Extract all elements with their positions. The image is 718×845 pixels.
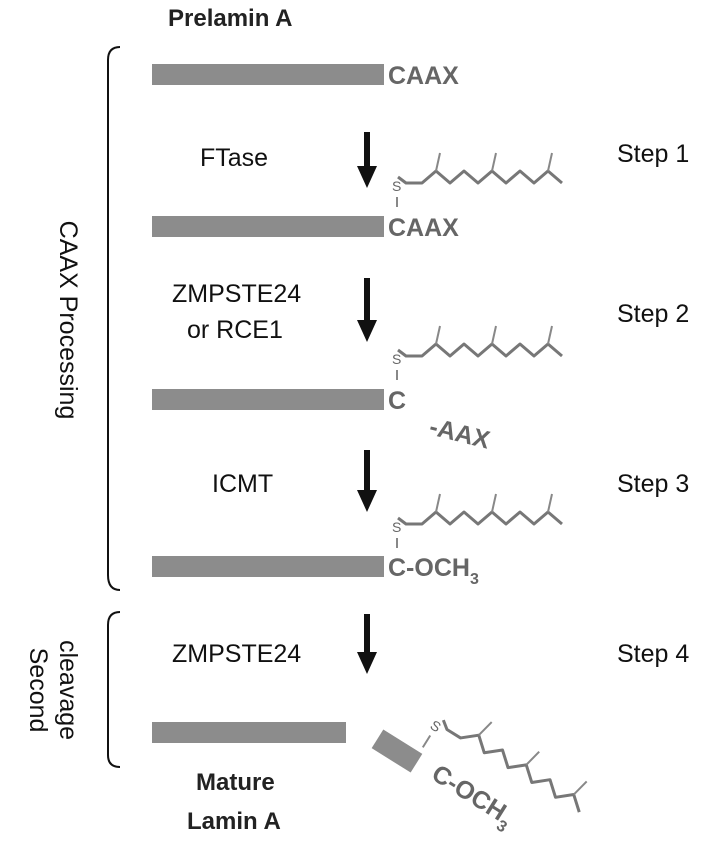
arrow-step-2-head (357, 320, 377, 342)
caax-processing-label: CAAX Processing (54, 221, 82, 420)
mature-lamin-a-title-line2: Lamin A (187, 808, 281, 835)
methyl-3c (547, 493, 553, 513)
methyl-1b (491, 152, 497, 172)
step-1-label: Step 1 (617, 140, 689, 168)
methyl-2a (435, 325, 441, 345)
motif-released-c-och3: C-OCH3 (424, 759, 519, 836)
isoprenoid-chain-1 (397, 169, 563, 185)
protein-bar-methylated (152, 556, 384, 577)
sulfur-atom-3: S (392, 519, 401, 535)
protein-bar-mature (152, 722, 346, 743)
isoprenoid-chain-3 (397, 510, 563, 526)
enzyme-ftase: FTase (200, 144, 268, 172)
methyl-3a (435, 493, 441, 513)
second-cleavage-label-line2: cleavage (54, 640, 82, 740)
step-2-label: Step 2 (617, 300, 689, 328)
sulfur-atom-2: S (392, 351, 401, 367)
protein-bar-farnesylated (152, 216, 384, 237)
methyl-r-b (525, 751, 540, 766)
farnesyl-group-2: S (392, 325, 563, 380)
methyl-r-c (573, 780, 588, 796)
methyl-2c (547, 325, 553, 345)
arrow-step-1-head (357, 166, 377, 188)
methyl-2b (491, 325, 497, 345)
methyl-1c (547, 152, 553, 172)
motif-aax-released: -AAX (427, 413, 493, 455)
sulfur-atom-1: S (392, 178, 401, 194)
enzyme-zmpste24: ZMPSTE24 (172, 280, 301, 308)
methyl-r-a (478, 721, 493, 736)
isoprenoid-chain-2 (397, 342, 563, 358)
farnesyl-group-1: S (392, 152, 563, 207)
prelamin-a-title: Prelamin A (168, 5, 293, 32)
enzyme-icmt: ICMT (212, 470, 273, 498)
motif-c-och3: C-OCH3 (388, 554, 479, 588)
motif-caax-unmodified: CAAX (388, 62, 459, 90)
mature-lamin-a-title-line1: Mature (196, 769, 275, 796)
released-peptide-fragment (371, 729, 423, 773)
arrow-step-3-head (357, 490, 377, 512)
motif-caax-farnesylated: CAAX (388, 214, 459, 242)
motif-released-text: C-OCH (427, 759, 511, 826)
protein-bar-prelamin (152, 64, 384, 85)
protein-bar-cleaved (152, 389, 384, 410)
motif-c-och3-text: C-OCH (388, 554, 470, 582)
second-cleavage-label-line1: Second (24, 648, 52, 733)
motif-c-cleaved: C (388, 387, 406, 415)
step-3-label: Step 3 (617, 470, 689, 498)
arrow-step-4-head (357, 652, 377, 674)
s-c-bond-released (421, 734, 432, 748)
enzyme-rce1: or RCE1 (187, 316, 283, 344)
methyl-1a (435, 152, 441, 172)
motif-c-och3-subscript: 3 (470, 571, 479, 588)
step-4-label: Step 4 (617, 640, 689, 668)
caax-processing-brace (107, 46, 121, 591)
second-cleavage-brace (107, 611, 121, 768)
farnesyl-group-3: S (392, 493, 563, 548)
isoprenoid-chain-released (441, 719, 581, 813)
sulfur-atom-released: S (428, 717, 444, 736)
enzyme-zmpste24-second: ZMPSTE24 (172, 640, 301, 668)
released-peptide (371, 729, 423, 773)
methyl-3b (491, 493, 497, 513)
